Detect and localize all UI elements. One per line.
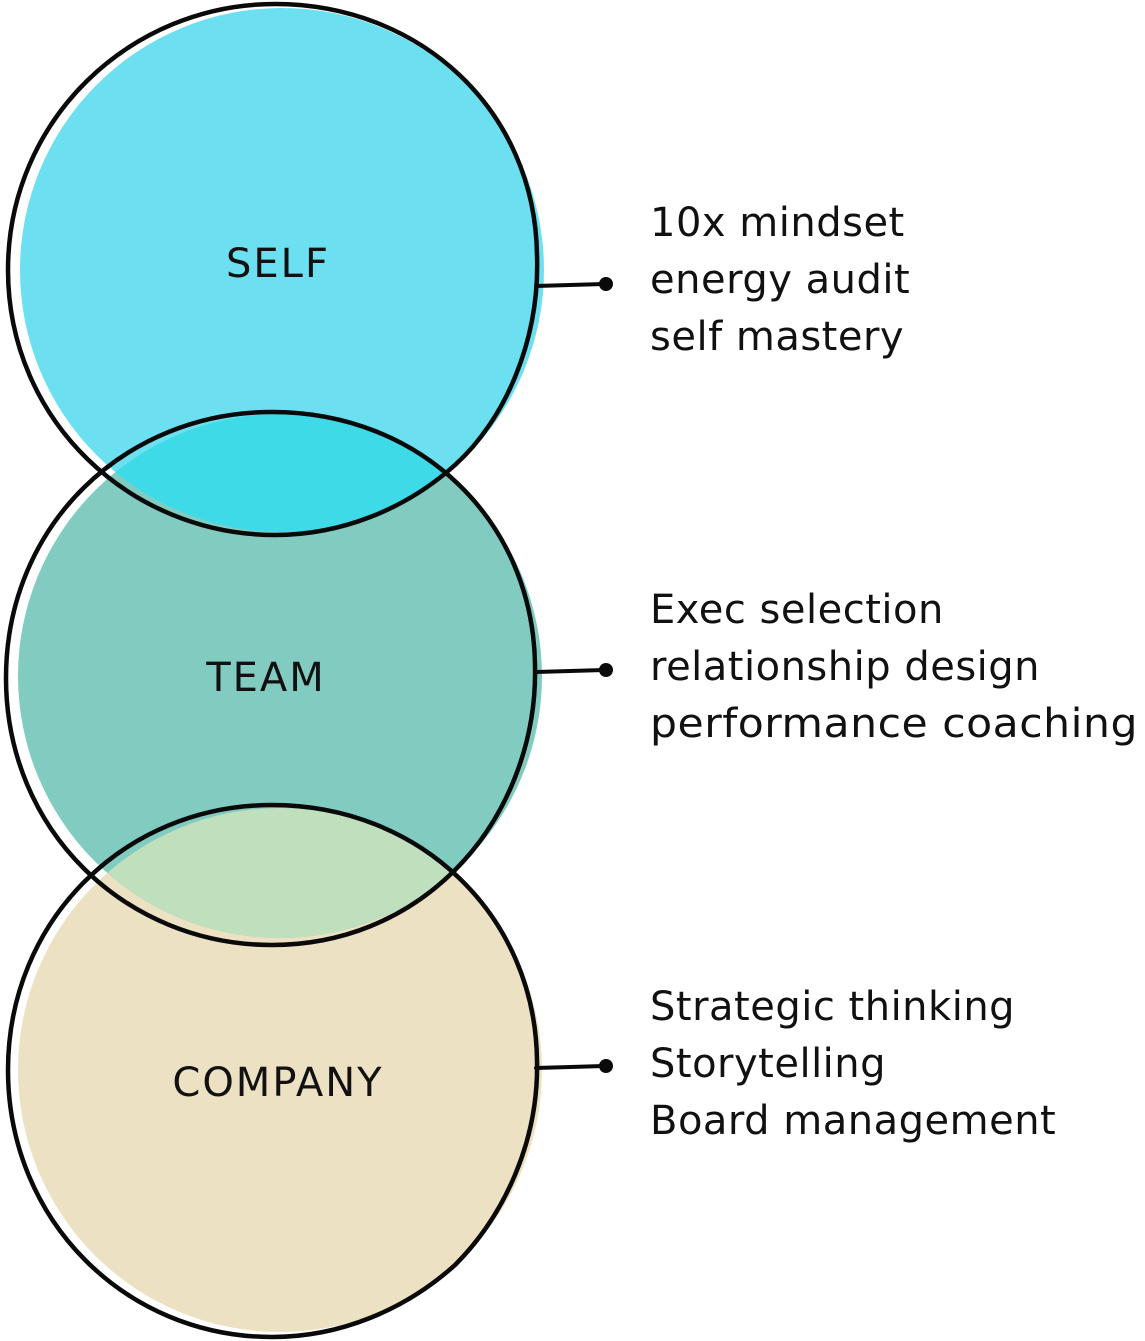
self-items: 10x mindset energy audit self mastery [650,200,910,360]
team-item: relationship design [650,644,1040,690]
self-item: energy audit [650,257,910,303]
team-label: TEAM [205,655,326,701]
team-circle-outline [3,409,538,948]
company-circle-outline [5,802,540,1340]
team-item: performance coaching [650,701,1138,747]
team-connector [534,668,606,674]
company-item: Board management [650,1098,1056,1144]
self-circle-outline [5,1,540,538]
team-connector-dot [599,663,613,677]
self-item: self mastery [650,314,904,360]
team-items: Exec selection relationship design perfo… [650,587,1138,747]
self-connector-dot [599,277,613,291]
company-label: COMPANY [172,1060,383,1106]
self-item: 10x mindset [650,200,905,246]
company-item: Strategic thinking [650,984,1015,1030]
self-connector [534,282,606,288]
company-connector [534,1064,606,1070]
self-label: SELF [226,241,330,287]
company-connector-dot [599,1059,613,1073]
team-item: Exec selection [650,587,944,633]
company-circle-fill [18,808,542,1332]
company-items: Strategic thinking Storytelling Board ma… [650,984,1056,1144]
self-circle-fill [20,8,544,532]
company-item: Storytelling [650,1041,886,1087]
team-circle-fill [18,414,542,938]
